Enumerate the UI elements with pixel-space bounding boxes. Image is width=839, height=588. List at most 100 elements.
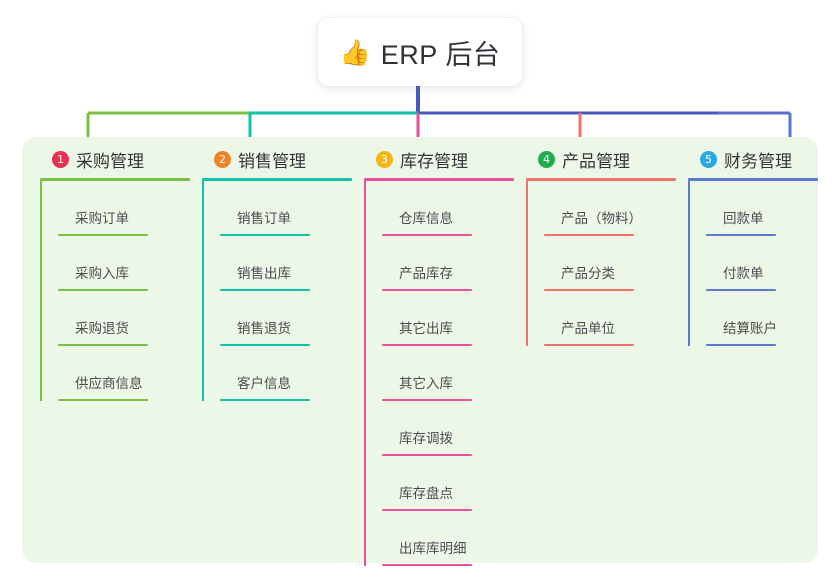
module-item-label: 其它入库 — [399, 376, 453, 391]
module-item[interactable]: 客户信息 — [220, 346, 352, 401]
module-item[interactable]: 销售出库 — [220, 236, 352, 291]
module-column-5: 5 财务管理回款单付款单结算账户 — [688, 146, 818, 346]
module-badge-5: 5 — [700, 150, 717, 168]
module-item[interactable]: 产品分类 — [544, 236, 676, 291]
module-item-rule — [382, 454, 472, 456]
module-item-label: 其它出库 — [399, 321, 453, 336]
module-item-rule — [382, 509, 472, 511]
module-title-1: 采购管理 — [76, 151, 144, 171]
module-item[interactable]: 出库库明细 — [382, 511, 514, 566]
module-column-4: 4 产品管理产品（物料） 产品分类产品单位 — [526, 146, 676, 346]
module-item[interactable]: 产品（物料） — [544, 181, 676, 236]
module-item-rule — [220, 344, 310, 346]
module-item-rule — [220, 399, 310, 401]
module-item-label: 付款单 — [723, 266, 764, 281]
module-badge-4: 4 — [538, 150, 555, 168]
module-spine-2 — [202, 181, 204, 401]
module-badge-1: 1 — [52, 150, 69, 168]
module-item-rule — [382, 399, 472, 401]
module-item-label: 产品单位 — [561, 321, 615, 336]
module-item-label: 仓库信息 — [399, 211, 453, 226]
module-item-label: 销售出库 — [237, 266, 291, 281]
module-column-2: 2 销售管理销售订单销售出库销售退货客户信息 — [202, 146, 352, 401]
thumbs-up-icon: 👍 — [339, 38, 371, 67]
module-item-label: 产品库存 — [399, 266, 453, 281]
module-item-rule — [382, 289, 472, 291]
module-item[interactable]: 仓库信息 — [382, 181, 514, 236]
module-item-rule — [706, 344, 776, 346]
module-item-rule — [544, 289, 634, 291]
module-item[interactable]: 产品单位 — [544, 291, 676, 346]
module-item[interactable]: 采购退货 — [58, 291, 190, 346]
module-item-rule — [382, 564, 472, 566]
module-column-3: 3 库存管理仓库信息产品库存其它出库其它入库库存调拨库存盘点出库库明细 — [364, 146, 514, 566]
module-item[interactable]: 库存调拨 — [382, 401, 514, 456]
module-item-rule — [220, 234, 310, 236]
root-node[interactable]: 👍 ERP 后台 — [318, 18, 522, 86]
module-item-rule — [544, 234, 634, 236]
module-items-1: 采购订单采购入库采购退货供应商信息 — [40, 181, 190, 401]
module-underline-1 — [40, 178, 190, 181]
module-item-label: 采购退货 — [75, 321, 129, 336]
module-item-label: 客户信息 — [237, 376, 291, 391]
module-spine-3 — [364, 181, 366, 566]
module-spine-1 — [40, 181, 42, 401]
module-item-rule — [58, 344, 148, 346]
module-items-4: 产品（物料） 产品分类产品单位 — [526, 181, 676, 346]
module-item-label: 销售退货 — [237, 321, 291, 336]
module-item-rule — [544, 344, 634, 346]
module-item[interactable]: 其它出库 — [382, 291, 514, 346]
module-item-label: 产品分类 — [561, 266, 615, 281]
module-items-5: 回款单付款单结算账户 — [688, 181, 818, 346]
module-item-rule — [706, 234, 776, 236]
module-column-1: 1 采购管理采购订单采购入库采购退货供应商信息 — [40, 146, 190, 401]
module-item-label: 出库库明细 — [399, 541, 467, 556]
module-spine-4 — [526, 181, 528, 346]
module-item[interactable]: 采购入库 — [58, 236, 190, 291]
modules-panel — [22, 137, 818, 563]
module-header-2[interactable]: 2 销售管理 — [214, 146, 352, 172]
module-item-label: 回款单 — [723, 211, 764, 226]
module-badge-3: 3 — [376, 150, 393, 168]
module-underline-5 — [688, 178, 818, 181]
module-item[interactable]: 付款单 — [706, 236, 818, 291]
module-item[interactable]: 产品库存 — [382, 236, 514, 291]
module-item[interactable]: 库存盘点 — [382, 456, 514, 511]
module-item-rule — [58, 234, 148, 236]
module-title-4: 产品管理 — [562, 151, 630, 171]
module-item[interactable]: 结算账户 — [706, 291, 818, 346]
module-item[interactable]: 销售订单 — [220, 181, 352, 236]
module-item[interactable]: 采购订单 — [58, 181, 190, 236]
module-item[interactable]: 其它入库 — [382, 346, 514, 401]
root-title: ERP 后台 — [380, 39, 501, 70]
module-item-label: 采购订单 — [75, 211, 129, 226]
module-item-label: 供应商信息 — [75, 376, 143, 391]
module-header-1[interactable]: 1 采购管理 — [52, 146, 190, 172]
module-underline-2 — [202, 178, 352, 181]
module-title-3: 库存管理 — [400, 151, 468, 171]
module-header-5[interactable]: 5 财务管理 — [700, 146, 818, 172]
module-header-4[interactable]: 4 产品管理 — [538, 146, 676, 172]
module-item[interactable]: 回款单 — [706, 181, 818, 236]
module-title-5: 财务管理 — [724, 151, 792, 171]
module-item-label: 库存调拨 — [399, 431, 453, 446]
module-item-rule — [220, 289, 310, 291]
module-badge-2: 2 — [214, 150, 231, 168]
module-item-label: 采购入库 — [75, 266, 129, 281]
module-item-rule — [382, 234, 472, 236]
module-title-2: 销售管理 — [238, 151, 306, 171]
module-item-rule — [382, 344, 472, 346]
module-item[interactable]: 供应商信息 — [58, 346, 190, 401]
module-header-3[interactable]: 3 库存管理 — [376, 146, 514, 172]
module-item-label: 结算账户 — [723, 321, 777, 336]
module-item-rule — [58, 289, 148, 291]
module-item-label: 销售订单 — [237, 211, 291, 226]
module-item-label: 库存盘点 — [399, 486, 453, 501]
module-underline-3 — [364, 178, 514, 181]
module-item-rule — [58, 399, 148, 401]
module-items-2: 销售订单销售出库销售退货客户信息 — [202, 181, 352, 401]
module-item[interactable]: 销售退货 — [220, 291, 352, 346]
module-underline-4 — [526, 178, 676, 181]
module-item-label: 产品（物料） — [561, 211, 642, 226]
